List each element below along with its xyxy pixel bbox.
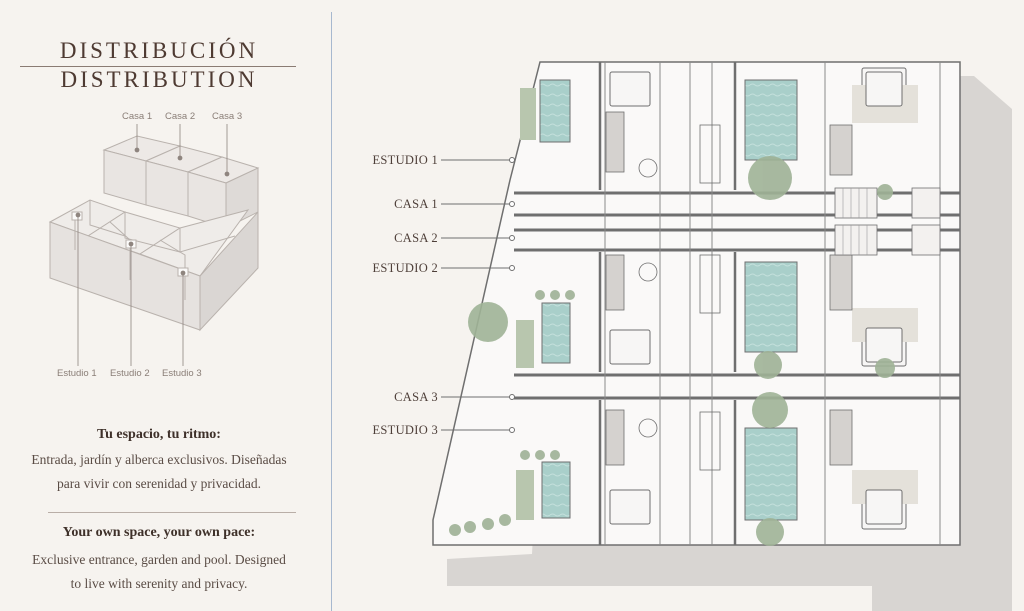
plan-label-estudio-2: ESTUDIO 2 xyxy=(372,261,438,275)
plan-label-estudio-3: ESTUDIO 3 xyxy=(372,423,438,437)
tree-left xyxy=(468,302,508,342)
body-english-line-1: Exclusive entrance, garden and pool. Des… xyxy=(32,552,286,567)
iso-label-casa-1: Casa 1 xyxy=(122,111,153,122)
isometric-diagram xyxy=(48,124,260,366)
body-english-line-2: to live with serenity and privacy. xyxy=(70,576,248,591)
plan-label-estudio-1: ESTUDIO 1 xyxy=(372,153,438,167)
pool-estudio-2 xyxy=(541,302,571,364)
pool-casa-1 xyxy=(744,79,798,161)
body-spanish-line-1: Entrada, jardín y alberca exclusivos. Di… xyxy=(31,452,287,467)
plan-slab xyxy=(432,61,961,546)
pool-estudio-3 xyxy=(541,461,571,519)
stairs-upper xyxy=(834,187,878,219)
pool-casa-2 xyxy=(744,261,798,353)
heading-spanish: Tu espacio, tu ritmo: xyxy=(97,427,221,442)
plan-label-casa-3: CASA 3 xyxy=(394,390,438,404)
iso-label-estudio-1: Estudio 1 xyxy=(57,368,97,379)
heading-english: Your own space, your own pace: xyxy=(62,525,256,540)
pool-estudio-1 xyxy=(539,79,571,143)
bed-estudio-1 xyxy=(609,71,651,107)
vertical-divider xyxy=(331,12,332,611)
info-panel: DISTRIBUCIÓN DISTRIBUTION xyxy=(0,0,318,611)
body-spanish-line-2: para vivir con serenidad y privacidad. xyxy=(57,476,261,491)
iso-label-casa-2: Casa 2 xyxy=(165,111,196,122)
section-divider xyxy=(48,512,296,513)
iso-label-casa-3: Casa 3 xyxy=(212,111,243,122)
bed-estudio-2 xyxy=(609,329,651,365)
bed-estudio-3 xyxy=(609,489,651,525)
iso-label-estudio-3: Estudio 3 xyxy=(162,368,202,379)
title-spanish: DISTRIBUCIÓN xyxy=(59,38,259,63)
plan-label-casa-2: CASA 2 xyxy=(394,231,438,245)
iso-label-estudio-2: Estudio 2 xyxy=(110,368,150,379)
title-english: DISTRIBUTION xyxy=(60,67,258,92)
pool-casa-3 xyxy=(744,427,798,521)
title-divider xyxy=(20,66,296,67)
plan-label-casa-1: CASA 1 xyxy=(394,197,438,211)
